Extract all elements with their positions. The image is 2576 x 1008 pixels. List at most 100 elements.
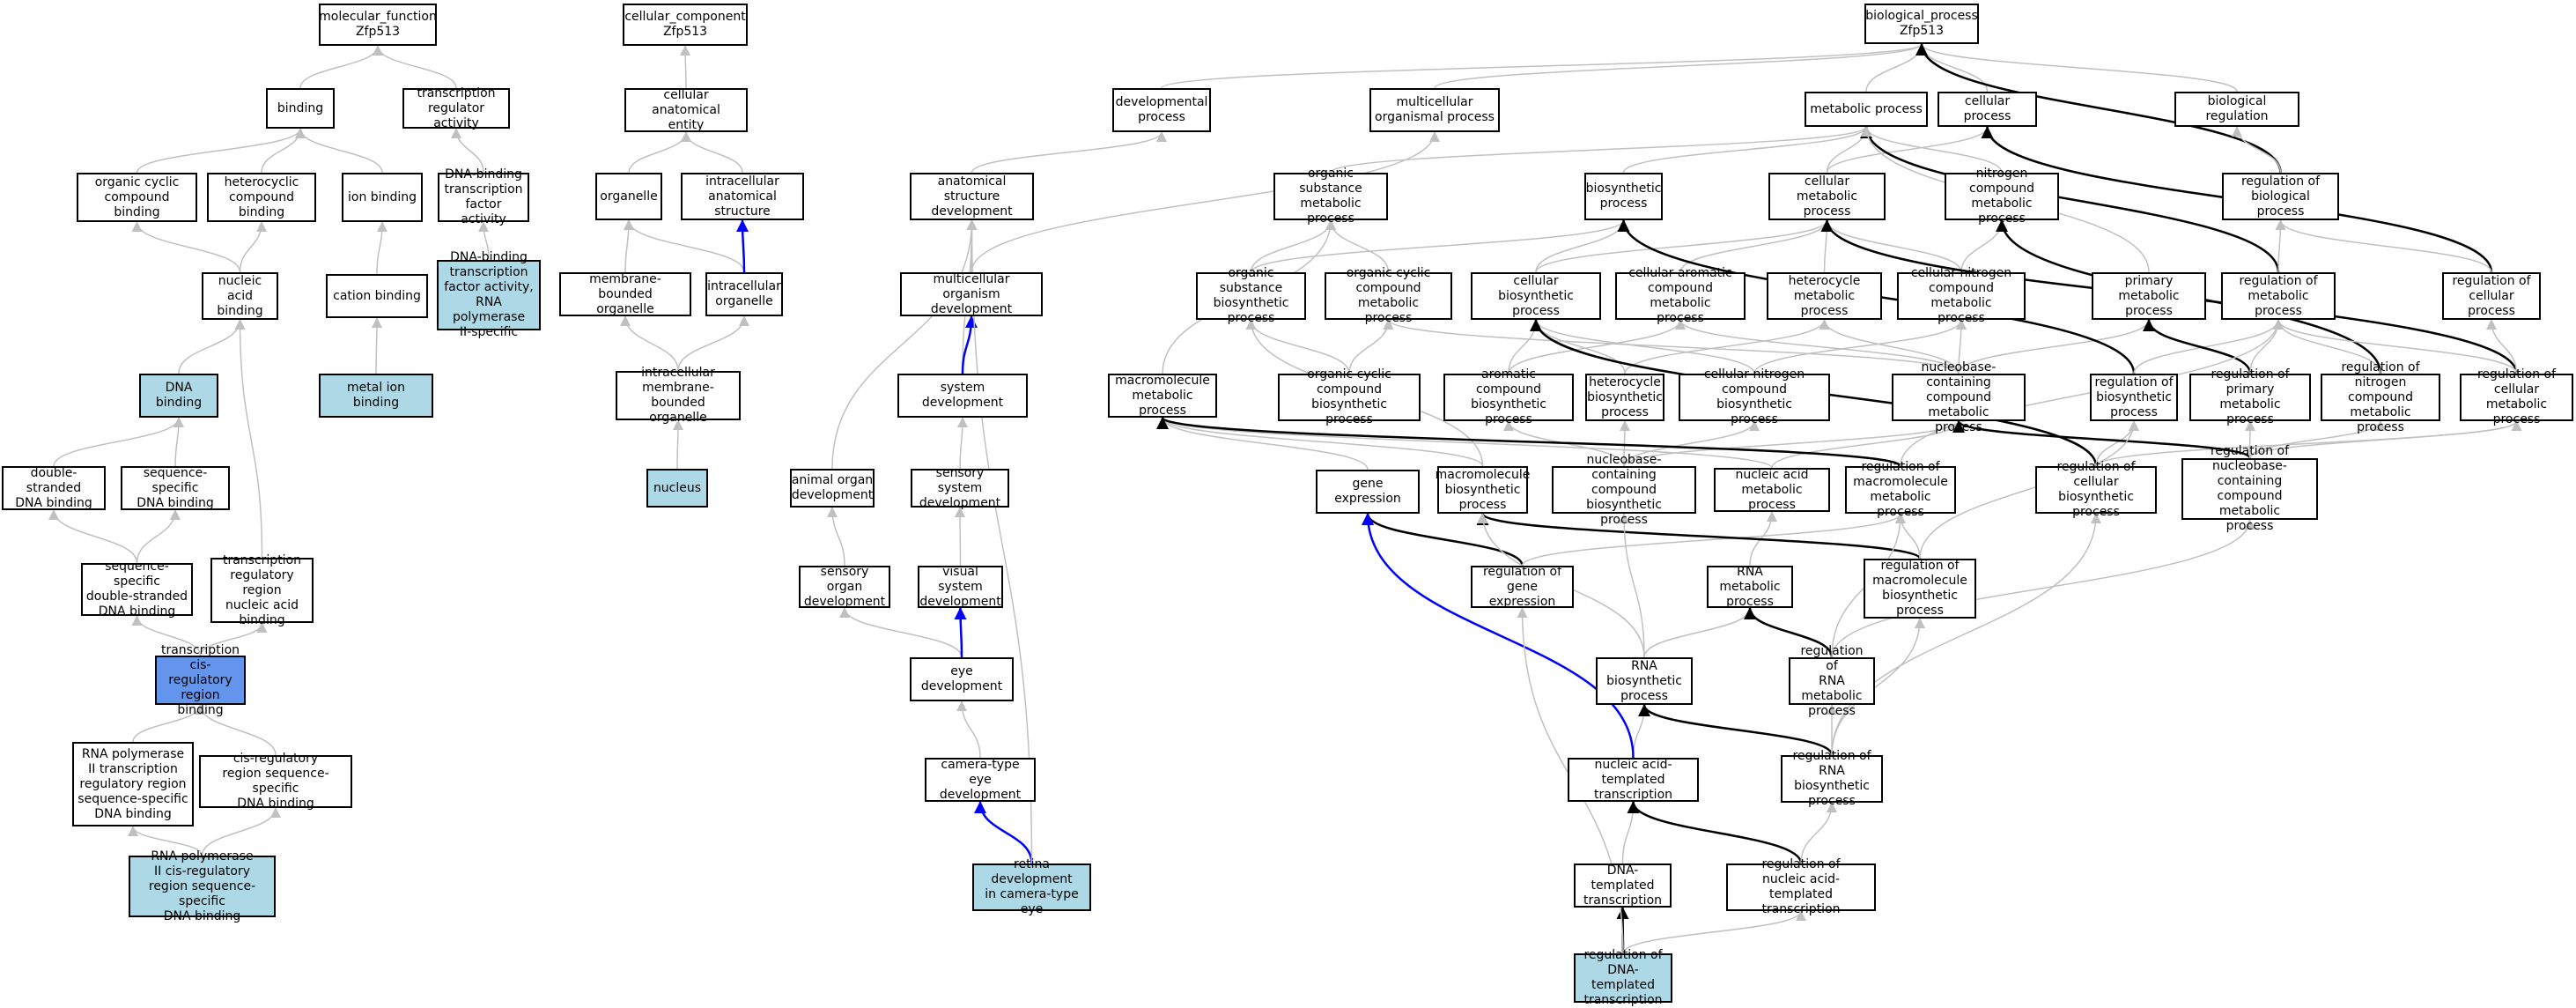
edge-reg-cell-met-to-reg-cell-proc (2486, 319, 2518, 374)
go-term-cae[interactable]: cellular anatomical entity (624, 88, 748, 132)
go-term-bp[interactable]: biological_process Zfp513 (1864, 4, 1979, 44)
go-term-cis-reg-binding[interactable]: transcription cis-regulatory region bind… (155, 643, 246, 717)
go-term-metabolic[interactable]: metabolic process (1805, 92, 1928, 127)
go-term-org-cyc-met[interactable]: organic cyclic compound metabolic proces… (1325, 266, 1452, 325)
go-term-sensory-sys[interactable]: sensory system development (911, 466, 1009, 510)
go-term-rna-met[interactable]: RNA metabolic process (1707, 565, 1793, 609)
edge-reg-rna-bio-to-reg-cell-bio (1831, 513, 2101, 756)
go-term-hetero-bio[interactable]: heterocycle biosynthetic process (1585, 374, 1664, 421)
go-term-dna-tf-pol2[interactable]: DNA-binding transcription factor activit… (437, 250, 541, 339)
go-term-organic-cyclic-binding[interactable]: organic cyclic compound binding (77, 173, 197, 222)
go-term-eye-dev[interactable]: eye development (910, 657, 1014, 701)
go-term-sensory-organ[interactable]: sensory organ development (799, 565, 890, 609)
go-term-reg-bio-proc[interactable]: regulation of biosynthetic process (2090, 374, 2178, 421)
edge-cis-reg-binding-to-tr-region-binding (199, 622, 268, 656)
go-term-hetero-met[interactable]: heterocycle metabolic process (1767, 272, 1882, 320)
go-term-nucleic-acid-binding[interactable]: nucleic acid binding (202, 272, 278, 320)
go-term-imbo[interactable]: intracellular membrane-bounded organelle (616, 366, 741, 425)
edge-reg-rna-met-to-rna-met (1744, 607, 1834, 658)
go-term-reg-nitro-met[interactable]: regulation of nitrogen compound metaboli… (2321, 360, 2440, 434)
go-term-mbo[interactable]: membrane-bounded organelle (559, 272, 691, 316)
go-term-cell-arom[interactable]: cellular aromatic compound metabolic pro… (1615, 266, 1746, 325)
go-term-cis-reg-ss[interactable]: cis-regulatory region sequence-specific … (199, 752, 352, 811)
edge-reg-bio-proc-to-reg-met (2133, 319, 2284, 374)
go-term-org-sub-bio[interactable]: organic substance biosynthetic process (1196, 266, 1306, 325)
go-term-binding[interactable]: binding (266, 88, 335, 129)
go-term-org-cyc-bio[interactable]: organic cyclic compound biosynthetic pro… (1278, 367, 1421, 426)
go-term-na-templ-tr[interactable]: nucleic acid-templated transcription (1568, 758, 1699, 802)
go-term-multi-dev[interactable]: multicellular organism development (900, 272, 1043, 316)
go-term-metal-ion-binding[interactable]: metal ion binding (319, 374, 433, 418)
go-term-cell-nitro-bio[interactable]: cellular nitrogen compound biosynthetic … (1679, 367, 1830, 426)
go-term-nucleic-met[interactable]: nucleic acid metabolic process (1714, 468, 1830, 512)
go-term-nucbase-met[interactable]: nucleobase-containing compound metabolic… (1892, 360, 2026, 434)
edge-mbo-to-organelle (623, 219, 634, 273)
go-term-dev-proc[interactable]: developmental process (1112, 88, 1211, 132)
go-term-reg-dna-templ[interactable]: regulation of DNA-templated transcriptio… (1574, 948, 1672, 1007)
go-term-org-sub-met[interactable]: organic substance metabolic process (1273, 167, 1388, 226)
go-term-cell-bio[interactable]: cellular biosynthetic process (1471, 272, 1601, 320)
go-term-animal-organ[interactable]: animal organ development (790, 469, 875, 508)
go-term-primary-met[interactable]: primary metabolic process (2092, 272, 2206, 320)
go-term-anat-dev[interactable]: anatomical structure development (910, 173, 1034, 220)
go-term-nitrogen-met[interactable]: nitrogen compound metabolic process (1945, 167, 2059, 226)
edge-nucbase-bio-to-cell-nitro-bio (1623, 420, 1760, 467)
go-term-sys-dev[interactable]: system development (897, 374, 1028, 418)
go-term-ss-dna-binding[interactable]: sequence-specific DNA binding (121, 466, 230, 510)
go-term-reg-rna-met[interactable]: regulation of RNA metabolic process (1789, 644, 1875, 718)
go-term-retina-dev[interactable]: retina development in camera-type eye (972, 857, 1091, 916)
edge-nucbase-met-to-cell-arom (1675, 319, 1960, 374)
go-term-heterocyclic-binding[interactable]: heterocyclic compound binding (207, 173, 316, 222)
go-term-biosynthetic[interactable]: biosynthetic process (1584, 173, 1663, 220)
go-term-organelle[interactable]: organelle (595, 173, 662, 220)
go-term-intra-org[interactable]: intracellular organelle (705, 272, 783, 316)
go-term-cell-met[interactable]: cellular metabolic process (1768, 173, 1886, 220)
go-term-camera-eye[interactable]: camera-type eye development (925, 758, 1036, 802)
go-term-cellular-proc[interactable]: cellular process (1938, 92, 2037, 127)
go-term-rna-bio[interactable]: RNA biosynthetic process (1596, 657, 1693, 705)
edge-reg-nucbase-to-reg-nitro-met (2248, 420, 2386, 459)
go-term-ion-binding[interactable]: ion binding (342, 173, 423, 222)
edge-retina-dev-to-anat-dev (966, 219, 1033, 864)
edge-reg-prim-met-to-primary-met (2143, 319, 2252, 374)
go-term-reg-prim-met[interactable]: regulation of primary metabolic process (2189, 367, 2311, 426)
go-term-dna-templ-tr[interactable]: DNA-templated transcription (1574, 863, 1672, 908)
go-term-intra-anat[interactable]: intracellular anatomical structure (681, 173, 804, 220)
go-term-tr-region-binding[interactable]: transcription regulatory region nucleic … (210, 553, 314, 627)
go-term-pol2-tr-region[interactable]: RNA polymerase II transcription regulato… (72, 742, 194, 826)
go-term-bio-reg[interactable]: biological regulation (2174, 92, 2299, 127)
go-term-nucbase-bio[interactable]: nucleobase-containing compound biosynthe… (1552, 453, 1696, 527)
go-term-reg-nucbase[interactable]: regulation of nucleobase-containing comp… (2181, 444, 2318, 533)
go-term-cc[interactable]: cellular_component Zfp513 (623, 4, 748, 46)
edge-rna-bio-to-rna-met (1643, 607, 1755, 658)
edge-ss-ds-dna-binding-to-ds-dna-binding (48, 509, 138, 564)
go-term-dna-binding[interactable]: DNA binding (139, 374, 218, 418)
go-term-reg-na-templ[interactable]: regulation of nucleic acid-templated tra… (1726, 857, 1876, 916)
go-term-reg-cell-proc[interactable]: regulation of cellular process (2442, 272, 2541, 320)
go-term-reg-bio[interactable]: regulation of biological process (2222, 173, 2339, 220)
go-term-visual-sys[interactable]: visual system development (918, 565, 1003, 609)
go-term-reg-macro-met[interactable]: regulation of macromolecule metabolic pr… (1845, 460, 1956, 519)
go-term-ds-dna-binding[interactable]: double-stranded DNA binding (2, 466, 106, 510)
go-term-dna-tf[interactable]: DNA-binding transcription factor activit… (438, 167, 529, 226)
go-term-nucleus[interactable]: nucleus (646, 469, 708, 508)
go-term-cell-nitro[interactable]: cellular nitrogen compound metabolic pro… (1897, 266, 2026, 325)
edge-dna-tf-pol2-to-dna-tf (478, 221, 490, 261)
go-term-macro-met[interactable]: macromolecule metabolic process (1108, 374, 1217, 418)
edge-org-sub-met-to-metabolic (1330, 126, 1871, 174)
go-term-trreg[interactable]: transcription regulator activity (402, 86, 510, 130)
go-term-multi-proc[interactable]: multicellular organismal process (1369, 88, 1500, 132)
go-term-reg-rna-bio[interactable]: regulation of RNA biosynthetic process (1781, 749, 1883, 808)
go-term-arom-bio[interactable]: aromatic compound biosynthetic process (1443, 367, 1574, 426)
go-term-gene-expr[interactable]: gene expression (1316, 470, 1420, 514)
go-term-macro-bio[interactable]: macromolecule biosynthetic process (1436, 466, 1530, 514)
go-term-mf[interactable]: molecular_function Zfp513 (319, 4, 437, 46)
go-term-cation-binding[interactable]: cation binding (326, 274, 428, 318)
go-term-reg-macro-bio[interactable]: regulation of macromolecule biosynthetic… (1864, 559, 1976, 619)
go-term-pol2-cis[interactable]: RNA polymerase II cis-regulatory region … (129, 849, 276, 923)
go-term-reg-cell-bio[interactable]: regulation of cellular biosynthetic proc… (2035, 460, 2157, 519)
go-term-reg-gene-expr[interactable]: regulation of gene expression (1471, 565, 1574, 609)
go-term-reg-cell-met[interactable]: regulation of cellular metabolic process (2460, 367, 2573, 426)
go-term-reg-met[interactable]: regulation of metabolic process (2221, 272, 2336, 320)
go-term-ss-ds-dna-binding[interactable]: sequence-specific double-stranded DNA bi… (81, 560, 193, 619)
